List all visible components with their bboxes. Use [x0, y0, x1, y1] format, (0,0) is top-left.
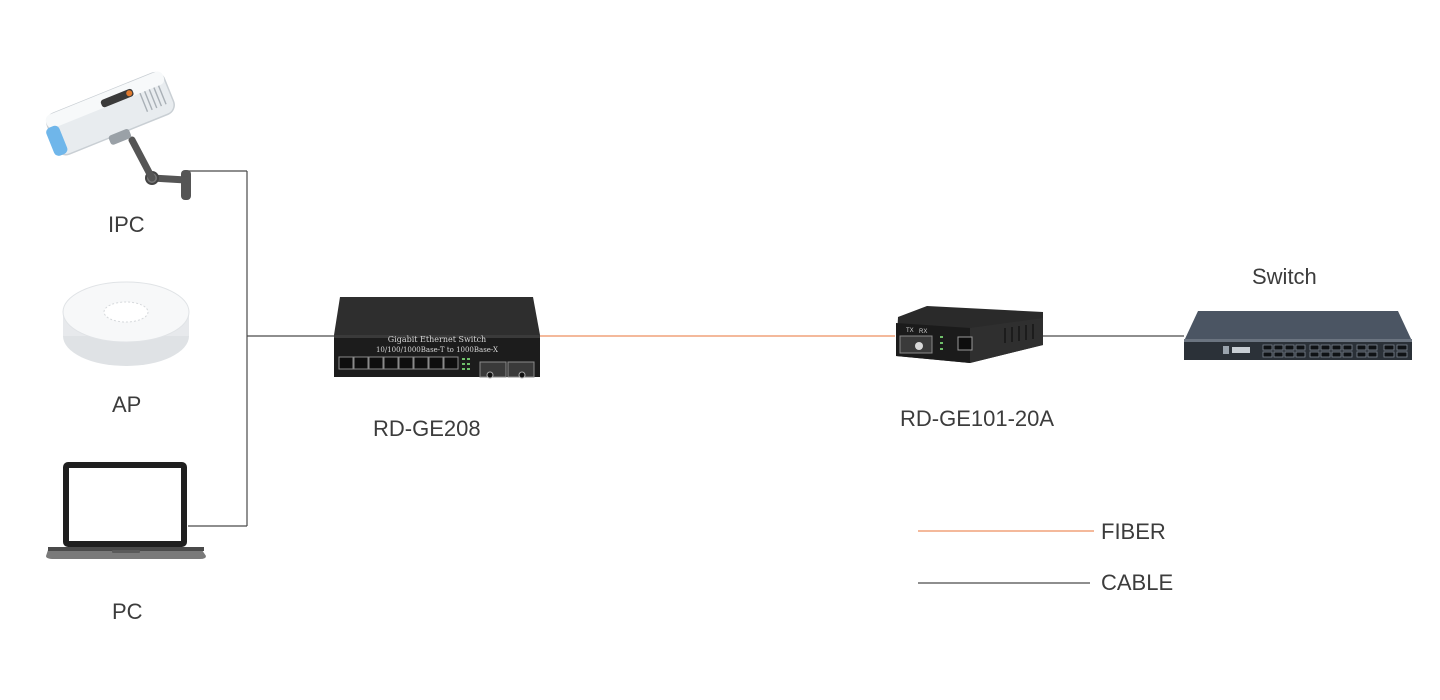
switch-label: Switch	[1252, 264, 1317, 289]
media-converter-icon: TX RX	[896, 306, 1043, 363]
media-switch-label: RD-GE208	[373, 416, 481, 441]
converter-label: RD-GE101-20A	[900, 406, 1055, 431]
ipc-label: IPC	[108, 212, 145, 237]
laptop-icon	[46, 462, 206, 559]
cable-lines	[186, 170, 1184, 527]
converter-rx-label: RX	[919, 329, 927, 335]
media-switch-icon: Gigabit Ethernet Switch 10/100/1000Base-…	[334, 297, 540, 379]
converter-tx-label: TX	[906, 328, 914, 334]
legend-fiber-label: FIBER	[1101, 519, 1166, 544]
pc-label: PC	[112, 599, 143, 624]
legend-cable-label: CABLE	[1101, 570, 1174, 595]
rack-switch-icon	[1184, 311, 1412, 360]
media-switch-subtitle: 10/100/1000Base-T to 1000Base-X	[376, 346, 498, 354]
media-switch-title: Gigabit Ethernet Switch	[388, 335, 486, 344]
sc-fiber-ports	[479, 361, 535, 379]
ap-label: AP	[112, 392, 142, 417]
ap-icon	[62, 281, 190, 366]
ipc-camera-icon	[45, 71, 191, 200]
rj45-ports	[338, 356, 459, 370]
